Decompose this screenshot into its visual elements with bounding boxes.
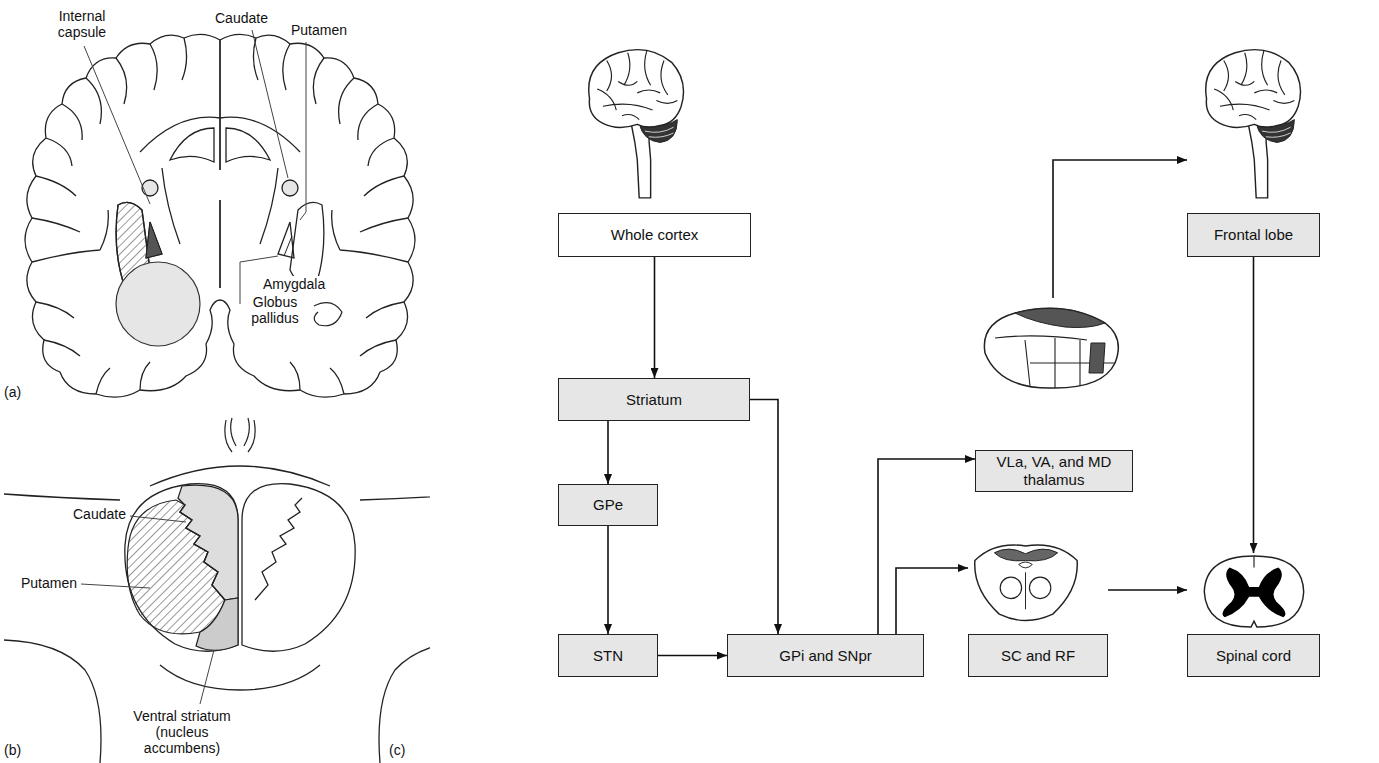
- spinal-cord-icon: [1199, 553, 1309, 629]
- box-frame: SC and RF: [968, 634, 1108, 677]
- shaded-structures: [116, 202, 342, 346]
- box-frame: Whole cortex: [558, 213, 751, 257]
- box-frame: Frontal lobe: [1187, 213, 1320, 257]
- process-box: GPe: [558, 484, 658, 526]
- connector-arrow: [1053, 160, 1187, 298]
- node-label: STN: [593, 647, 623, 665]
- shaded-structures: [127, 485, 238, 650]
- part-label: (b): [3, 742, 22, 758]
- process-box: Spinal cord: [1187, 553, 1320, 677]
- part-label: Putamen: [290, 22, 348, 38]
- process-box: STN: [558, 634, 658, 677]
- connector-arrow: [1108, 589, 1187, 591]
- midbrain-icon: [970, 538, 1082, 626]
- thalamus-icon: [975, 298, 1125, 393]
- coronal-section: [0, 0, 430, 405]
- process-box: GPi and SNpr: [727, 634, 924, 677]
- node-label: SC and RF: [1001, 647, 1075, 665]
- connector-arrow: [750, 400, 778, 635]
- connector-arrow: [607, 421, 609, 484]
- connector-arrow: [607, 526, 609, 634]
- node-label: Whole cortex: [611, 226, 699, 244]
- leader-lines: [81, 516, 214, 704]
- part-label: Internal capsule: [48, 8, 116, 40]
- process-box: Striatum: [558, 378, 750, 421]
- connector-arrow: [896, 568, 968, 634]
- process-box: Whole cortex: [558, 42, 751, 257]
- part-label: (a): [3, 384, 22, 400]
- leader-lines: [84, 30, 306, 304]
- part-label: Amygdala: [262, 276, 326, 292]
- box-frame: STN: [558, 634, 658, 677]
- connector-arrow: [878, 459, 975, 634]
- process-box: Frontal lobe: [1187, 42, 1320, 257]
- box-frame: Spinal cord: [1187, 634, 1320, 677]
- box-frame: GPe: [558, 484, 658, 526]
- part-label: (c): [388, 742, 406, 758]
- connector-arrow: [1253, 257, 1255, 553]
- node-label: Striatum: [626, 391, 682, 409]
- process-box: VLa, VA, and MD thalamus: [975, 298, 1133, 492]
- part-label: Caudate: [72, 506, 127, 522]
- box-frame: Striatum: [558, 378, 750, 421]
- box-frame: GPi and SNpr: [727, 634, 924, 677]
- process-box: SC and RF: [968, 538, 1108, 677]
- brain-icon: [580, 42, 685, 202]
- box-frame: VLa, VA, and MD thalamus: [975, 450, 1133, 492]
- brain-icon: [1197, 42, 1302, 202]
- part-label: Caudate: [214, 10, 269, 26]
- part-label: Globus pallidus: [244, 294, 306, 326]
- node-label: GPi and SNpr: [779, 647, 872, 665]
- part-label: Putamen: [20, 575, 78, 591]
- node-label: Frontal lobe: [1214, 226, 1293, 244]
- node-label: VLa, VA, and MD thalamus: [982, 453, 1126, 489]
- connector-arrow: [654, 257, 656, 378]
- node-label: Spinal cord: [1216, 647, 1291, 665]
- node-label: GPe: [593, 496, 623, 514]
- part-label: Ventral striatum (nucleus accumbens): [120, 708, 244, 756]
- connector-arrow: [658, 655, 727, 657]
